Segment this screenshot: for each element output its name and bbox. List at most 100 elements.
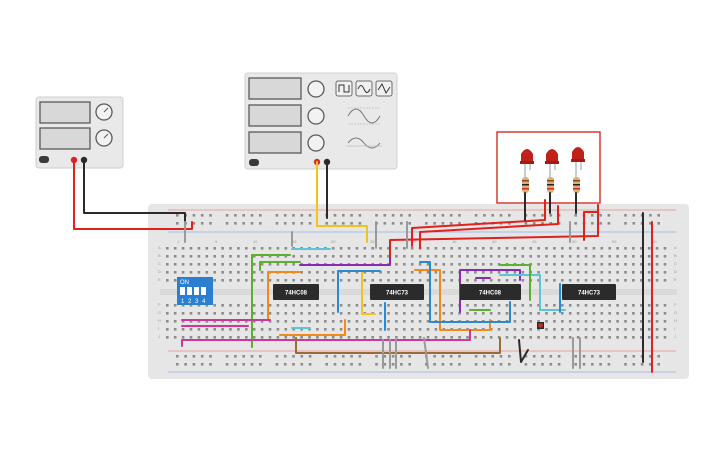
breadboard-hole[interactable] [600,263,604,266]
breadboard-hole[interactable] [600,247,604,250]
breadboard-hole[interactable] [591,214,594,217]
breadboard-hole[interactable] [184,363,187,366]
breadboard-hole[interactable] [300,255,303,258]
breadboard-hole[interactable] [545,255,548,258]
breadboard-hole[interactable] [561,279,564,282]
breadboard-hole[interactable] [483,355,486,358]
breadboard-hole[interactable] [532,214,536,217]
breadboard-hole[interactable] [474,312,477,315]
breadboard-hole[interactable] [458,214,461,217]
breadboard-hole[interactable] [553,279,556,282]
breadboard-hole[interactable] [324,255,327,258]
breadboard-hole[interactable] [363,255,367,258]
breadboard-hole[interactable] [497,336,501,339]
breadboard-hole[interactable] [521,304,525,307]
breadboard-hole[interactable] [268,263,272,266]
breadboard-hole[interactable] [489,279,493,282]
breadboard-hole[interactable] [418,304,422,307]
breadboard-hole[interactable] [442,271,446,274]
breadboard-hole[interactable] [607,363,611,366]
breadboard-hole[interactable] [508,363,511,366]
breadboard-hole[interactable] [521,271,525,274]
breadboard-hole[interactable] [582,363,586,366]
breadboard-hole[interactable] [189,304,193,307]
breadboard-hole[interactable] [300,312,303,315]
breadboard-hole[interactable] [568,247,572,250]
breadboard-hole[interactable] [242,214,245,217]
breadboard-hole[interactable] [458,363,461,366]
breadboard-hole[interactable] [574,222,577,225]
led-3[interactable] [571,147,585,162]
breadboard-hole[interactable] [632,247,635,250]
breadboard-hole[interactable] [395,304,398,307]
breadboard-hole[interactable] [292,214,295,217]
breadboard-hole[interactable] [387,320,390,323]
breadboard-hole[interactable] [640,363,644,366]
breadboard-hole[interactable] [433,222,436,225]
breadboard-hole[interactable] [229,312,232,315]
breadboard-hole[interactable] [410,304,414,307]
breadboard-hole[interactable] [260,304,264,307]
breadboard-hole[interactable] [584,255,588,258]
breadboard-hole[interactable] [434,279,438,282]
breadboard-hole[interactable] [221,304,224,307]
power-switch[interactable] [39,156,49,163]
breadboard-hole[interactable] [181,271,185,274]
breadboard-hole[interactable] [176,222,179,225]
breadboard-hole[interactable] [181,328,185,331]
breadboard-hole[interactable] [166,312,169,315]
breadboard-hole[interactable] [591,363,594,366]
breadboard-hole[interactable] [275,355,279,358]
breadboard-hole[interactable] [410,336,414,339]
breadboard-hole[interactable] [408,214,411,217]
breadboard-hole[interactable] [260,336,264,339]
breadboard-hole[interactable] [363,247,367,250]
breadboard-hole[interactable] [600,255,604,258]
breadboard-hole[interactable] [276,304,280,307]
breadboard-hole[interactable] [632,355,636,358]
breadboard-hole[interactable] [529,312,532,315]
breadboard-hole[interactable] [426,320,430,323]
breadboard-hole[interactable] [663,336,667,339]
breadboard-hole[interactable] [229,320,232,323]
breadboard-hole[interactable] [197,255,201,258]
breadboard-hole[interactable] [237,304,240,307]
breadboard-hole[interactable] [166,336,169,339]
breadboard-hole[interactable] [657,363,660,366]
breadboard-hole[interactable] [237,320,240,323]
breadboard-hole[interactable] [505,247,509,250]
breadboard-hole[interactable] [276,247,280,250]
breadboard-hole[interactable] [252,247,256,250]
breadboard-hole[interactable] [466,247,469,250]
breadboard-hole[interactable] [347,336,351,339]
breadboard-hole[interactable] [395,336,398,339]
breadboard-hole[interactable] [513,247,517,250]
breadboard-hole[interactable] [259,214,262,217]
breadboard-hole[interactable] [433,214,436,217]
breadboard-hole[interactable] [410,320,414,323]
breadboard-hole[interactable] [259,222,262,225]
breadboard-hole[interactable] [181,320,185,323]
breadboard-hole[interactable] [173,336,177,339]
breadboard-hole[interactable] [624,271,627,274]
breadboard-hole[interactable] [624,320,627,323]
breadboard-hole[interactable] [529,304,532,307]
breadboard-hole[interactable] [529,320,532,323]
breadboard-hole[interactable] [592,247,596,250]
breadboard-hole[interactable] [324,312,327,315]
breadboard-hole[interactable] [466,279,469,282]
breadboard-hole[interactable] [508,214,511,217]
breadboard-hole[interactable] [260,271,264,274]
breadboard-hole[interactable] [331,279,335,282]
breadboard-hole[interactable] [584,328,588,331]
breadboard-hole[interactable] [355,304,359,307]
breadboard-hole[interactable] [647,263,651,266]
breadboard-hole[interactable] [600,271,604,274]
breadboard-hole[interactable] [497,312,501,315]
breadboard-hole[interactable] [663,312,667,315]
breadboard-hole[interactable] [283,355,287,358]
breadboard-hole[interactable] [395,279,398,282]
breadboard-hole[interactable] [616,255,619,258]
breadboard-hole[interactable] [173,279,177,282]
breadboard-hole[interactable] [640,271,643,274]
